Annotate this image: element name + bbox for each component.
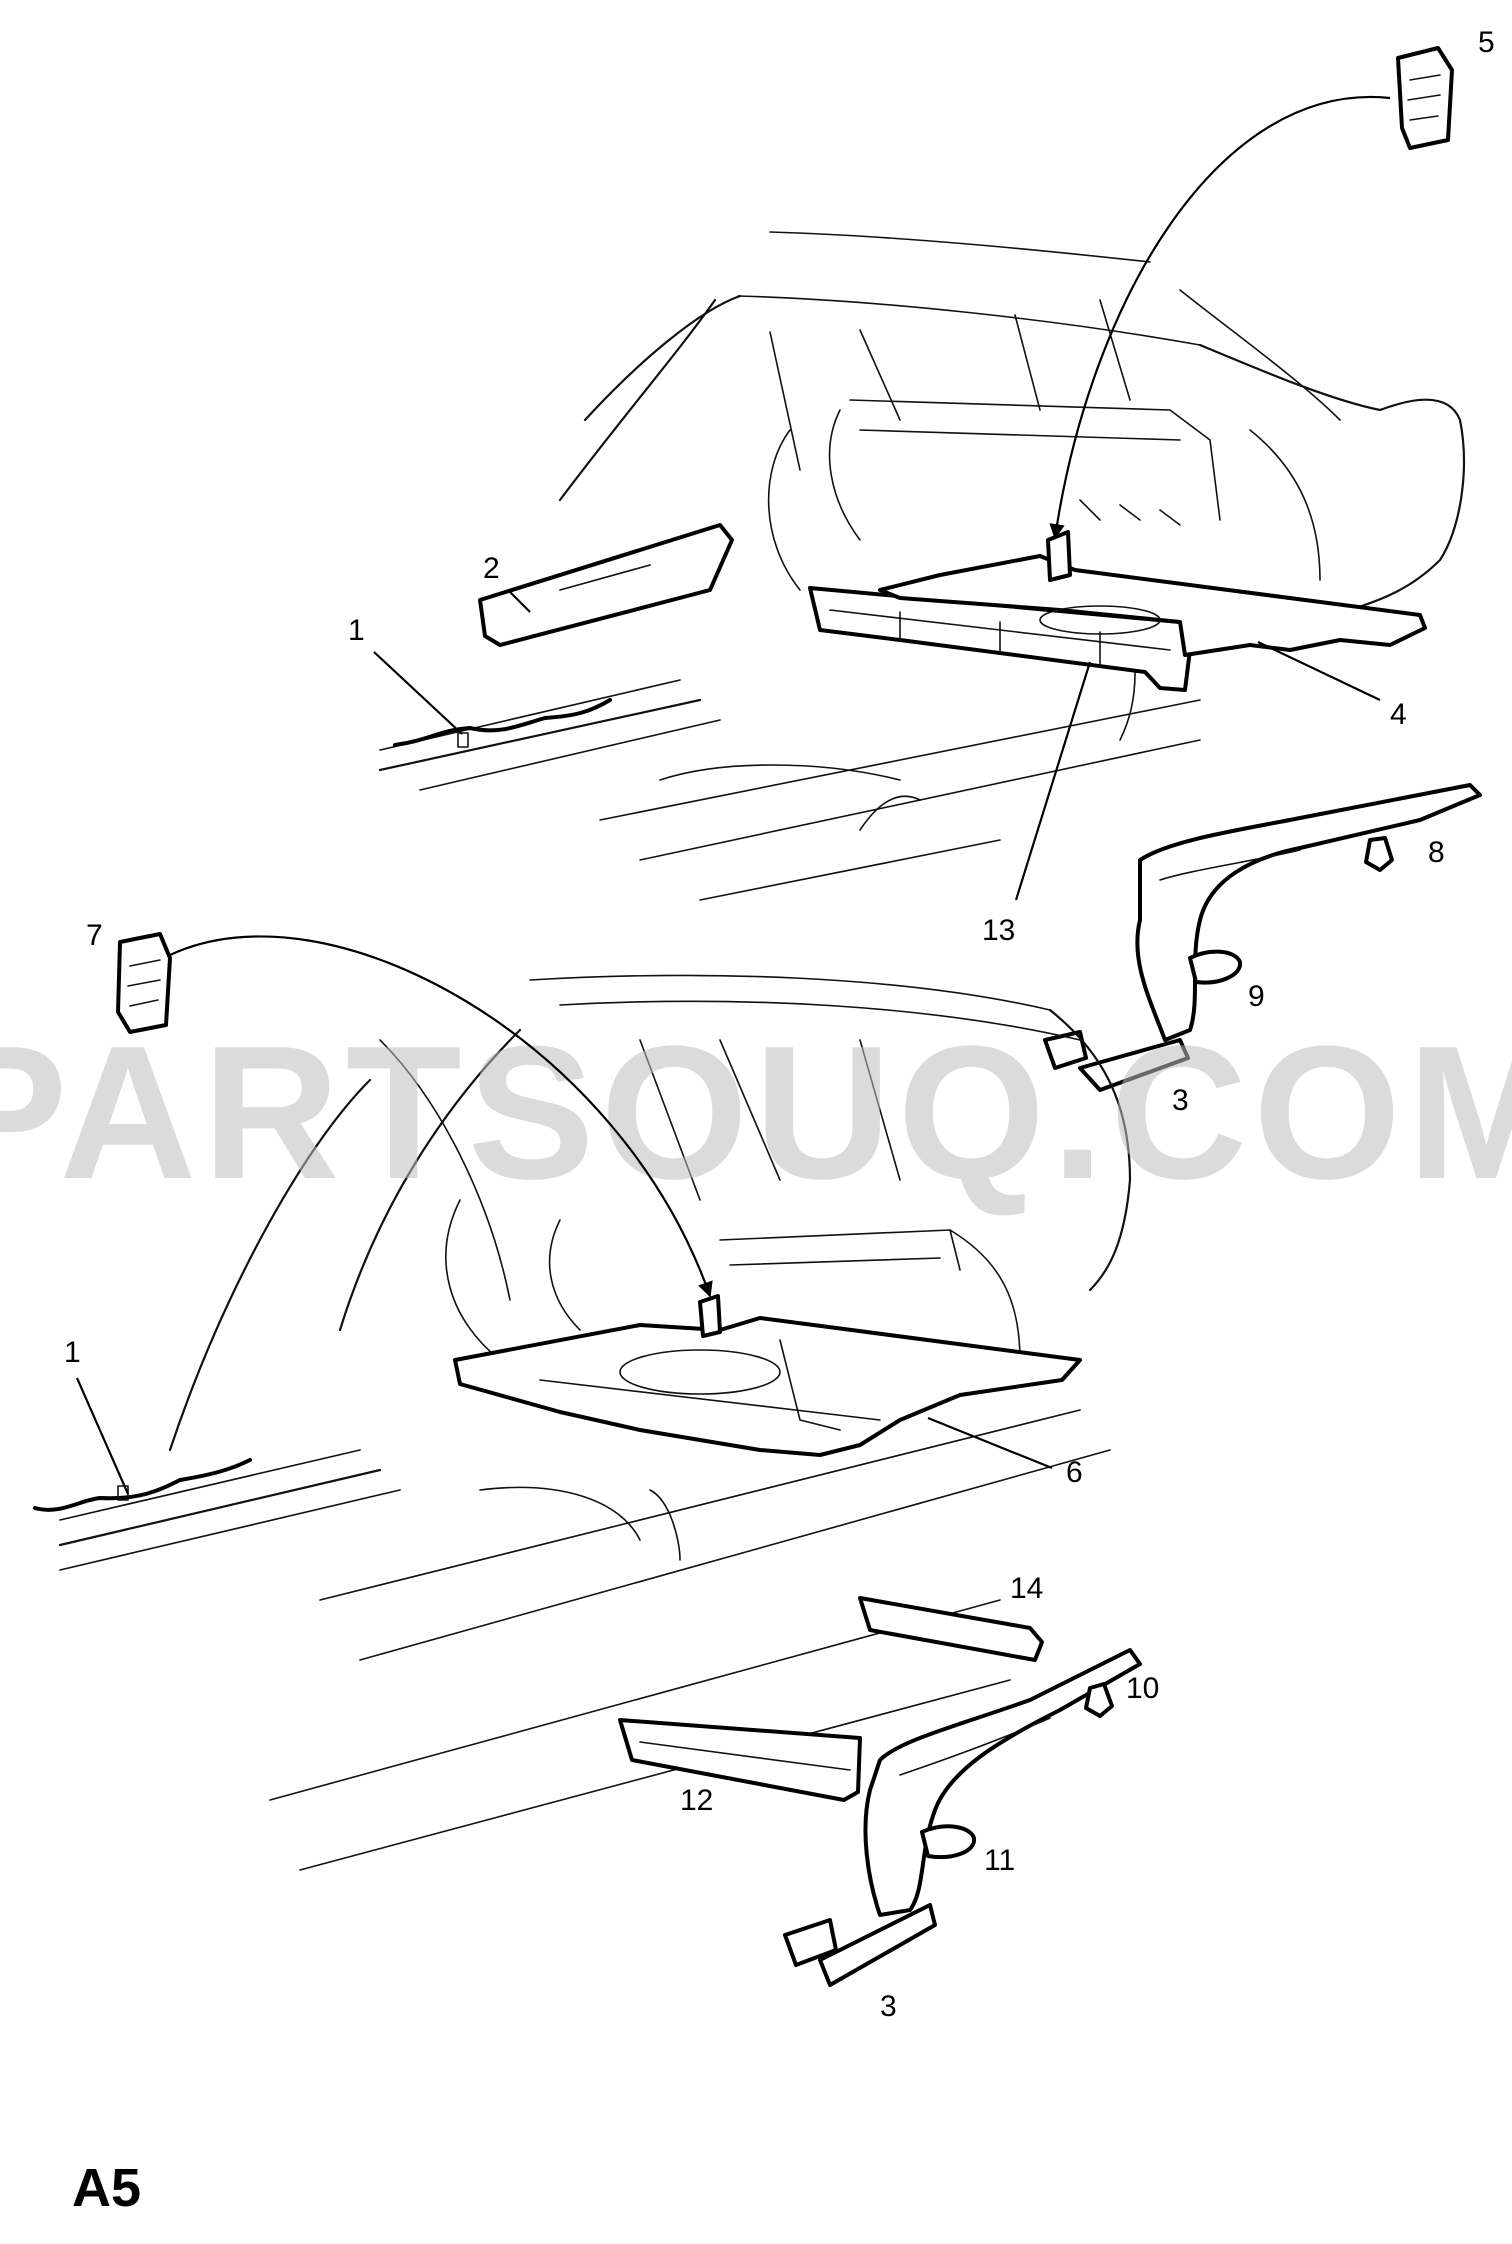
part-5-bracket-installed xyxy=(1046,530,1072,582)
part-1-sill-upper-clip xyxy=(457,732,469,748)
part-6-rear-floor-pan xyxy=(453,1316,1082,1457)
page-code: A5 xyxy=(72,2158,141,2218)
callout-8: 8 xyxy=(1428,836,1445,869)
part-9-bracket xyxy=(1188,949,1243,985)
callout-3-upper: 3 xyxy=(1172,1084,1189,1117)
leader-lines xyxy=(75,95,1391,1495)
callout-12: 12 xyxy=(680,1784,713,1817)
part-7-bracket-detail xyxy=(116,932,172,1034)
callout-1-lower: 1 xyxy=(64,1336,81,1369)
part-5-bracket-detail xyxy=(1396,46,1454,150)
callout-3-lower: 3 xyxy=(880,1990,897,2023)
part-8-rear-rail xyxy=(1135,783,1482,1042)
part-12-sill-reinforcement xyxy=(618,1718,862,1802)
callout-4: 4 xyxy=(1390,698,1407,731)
callout-7: 7 xyxy=(86,919,103,952)
part-10-rear-rail xyxy=(863,1648,1142,1917)
callout-11: 11 xyxy=(984,1844,1015,1877)
upper-body-shell xyxy=(378,231,1465,901)
part-11-bracket xyxy=(920,1824,976,1859)
callout-14: 14 xyxy=(1010,1572,1043,1605)
callouts: 5 2 1 4 8 13 7 9 3 1 6 14 10 12 11 3 xyxy=(64,26,1495,2023)
callout-10: 10 xyxy=(1126,1672,1159,1705)
callout-1-upper: 1 xyxy=(348,614,365,647)
lower-body-shell xyxy=(58,974,1132,1871)
callout-6: 6 xyxy=(1066,1456,1083,1489)
callout-5: 5 xyxy=(1478,26,1495,59)
part-7-bracket-installed xyxy=(698,1294,722,1338)
part-1-sill-lower xyxy=(33,1458,252,1512)
callout-13: 13 xyxy=(982,914,1015,947)
part-2-trim-strip xyxy=(478,523,734,647)
part-1-sill-upper xyxy=(393,698,612,747)
callout-2: 2 xyxy=(483,552,500,585)
callout-9: 9 xyxy=(1248,980,1265,1013)
part-14-cross-member xyxy=(858,1596,1044,1662)
part-3-reinforcement-lower xyxy=(818,1903,937,1987)
watermark: PARTSOUQ.COM xyxy=(0,1007,1512,1219)
